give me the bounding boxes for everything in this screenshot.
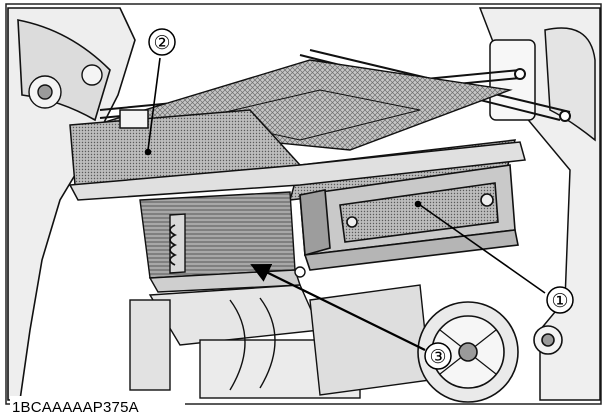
oil-cooler bbox=[139, 191, 306, 293]
leader-line-1 bbox=[419, 204, 546, 294]
callout-2: ② bbox=[148, 28, 176, 56]
callout-1: ① bbox=[546, 286, 574, 314]
filter-housing bbox=[299, 164, 519, 271]
callout-leader-lines bbox=[144, 57, 546, 351]
engine-lower-parts bbox=[129, 284, 431, 399]
leader-line-2 bbox=[147, 57, 161, 151]
leader-line-3 bbox=[250, 263, 426, 351]
hinge-bolt bbox=[28, 64, 103, 109]
callout-number-1: ① bbox=[551, 291, 568, 312]
callout-number-2: ② bbox=[153, 33, 170, 54]
fan-pulley bbox=[417, 301, 563, 403]
figure-code-label: 1BCAAAAAP375A bbox=[12, 399, 139, 416]
callout-number-3: ③ bbox=[429, 347, 446, 368]
dust-screen-panel bbox=[68, 109, 526, 201]
callout-3: ③ bbox=[424, 342, 452, 370]
